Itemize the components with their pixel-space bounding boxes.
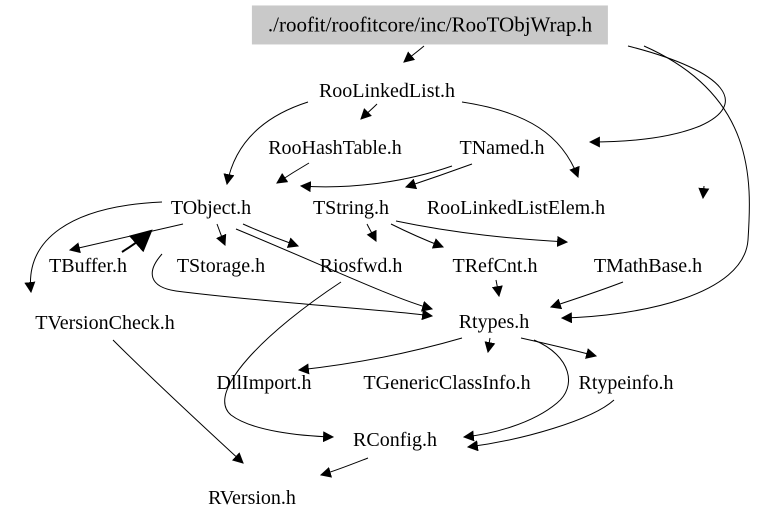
edge-RooLinkedList-to-RooHashTable [360, 103, 378, 120]
edge-RooLinkedList-to-RooLinkedListElem [461, 101, 580, 179]
edge-TNamed-to-TObject [299, 165, 453, 193]
node-Rtypeinfo[interactable]: Rtypeinfo.h [578, 372, 674, 394]
node-RooLinkedListElem[interactable]: RooLinkedListElem.h [426, 197, 606, 219]
edge-RooHashTable-to-TObject [276, 162, 310, 184]
node-TBuffer[interactable]: TBuffer.h [49, 255, 127, 277]
edge-TObject-to-TBuffer [68, 223, 184, 254]
node-RConfig[interactable]: RConfig.h [353, 429, 437, 451]
edge-TStorage-to-Rtypes [151, 253, 434, 321]
edge-group [24, 45, 750, 478]
node-TString[interactable]: TString.h [312, 197, 390, 219]
node-TNamed[interactable]: TNamed.h [459, 137, 545, 159]
edge-RooTObjWrap-to-TNamed [588, 45, 726, 148]
edge-TObject-to-Riosfwd [242, 223, 300, 248]
edge-TMathBase-to-Rtypes [549, 281, 624, 310]
edge-TString-to-Riosfwd [366, 223, 377, 242]
edge-RooLinkedListElem-to-RooLinkedListElem [698, 185, 710, 200]
edge-Rtypes-to-RConfig [462, 339, 569, 442]
edge-TObject-to-TVersionCheck [24, 201, 163, 294]
root-node-RooTObjWrap: ./roofit/roofitcore/inc/RooTObjWrap.h [251, 5, 609, 45]
edge-Rtypes-to-Rtypeinfo [520, 337, 598, 359]
edge-TObject-to-Rtypes [235, 228, 434, 312]
node-TGenericClassInfo[interactable]: TGenericClassInfo.h [363, 372, 531, 394]
edge-TRefCnt-to-Rtypes [491, 279, 503, 298]
node-TObject[interactable]: TObject.h [170, 197, 252, 219]
node-RooHashTable[interactable]: RooHashTable.h [268, 137, 402, 159]
edge-TNamed-to-TString [404, 163, 473, 190]
edge-RConfig-to-RVersion [319, 457, 369, 478]
node-TStorage[interactable]: TStorage.h [176, 255, 266, 277]
edge-TObject-to-TStorage [216, 223, 227, 247]
edge-Rtypes-to-TGenericClassInfo [484, 337, 496, 354]
node-DllImport[interactable]: DllImport.h [216, 372, 312, 394]
node-Riosfwd[interactable]: Riosfwd.h [319, 255, 403, 277]
edge-TString-to-TRefCnt [390, 223, 445, 249]
edge-Rtypeinfo-to-RConfig [466, 399, 615, 452]
edge-TVersionCheck-to-RVersion [112, 339, 244, 464]
node-RooLinkedList[interactable]: RooLinkedList.h [318, 80, 456, 102]
edge-TBuffer-to-TObject [121, 229, 153, 253]
edge-RooTObjWrap-to-RooLinkedList [403, 45, 425, 63]
node-RVersion[interactable]: RVersion.h [208, 487, 296, 509]
node-TMathBase[interactable]: TMathBase.h [593, 255, 703, 277]
node-TRefCnt[interactable]: TRefCnt.h [452, 255, 538, 277]
edge-RooLinkedList-to-TObject [223, 101, 309, 186]
node-Rtypes[interactable]: Rtypes.h [458, 311, 530, 333]
edge-RooTObjWrap-to-Rtypes [560, 45, 750, 324]
edge-Riosfwd-to-RConfig [224, 281, 342, 443]
node-TVersionCheck[interactable]: TVersionCheck.h [35, 312, 175, 334]
edge-Rtypes-to-DllImport [297, 337, 463, 375]
edge-TString-to-TMathBase [395, 220, 569, 247]
